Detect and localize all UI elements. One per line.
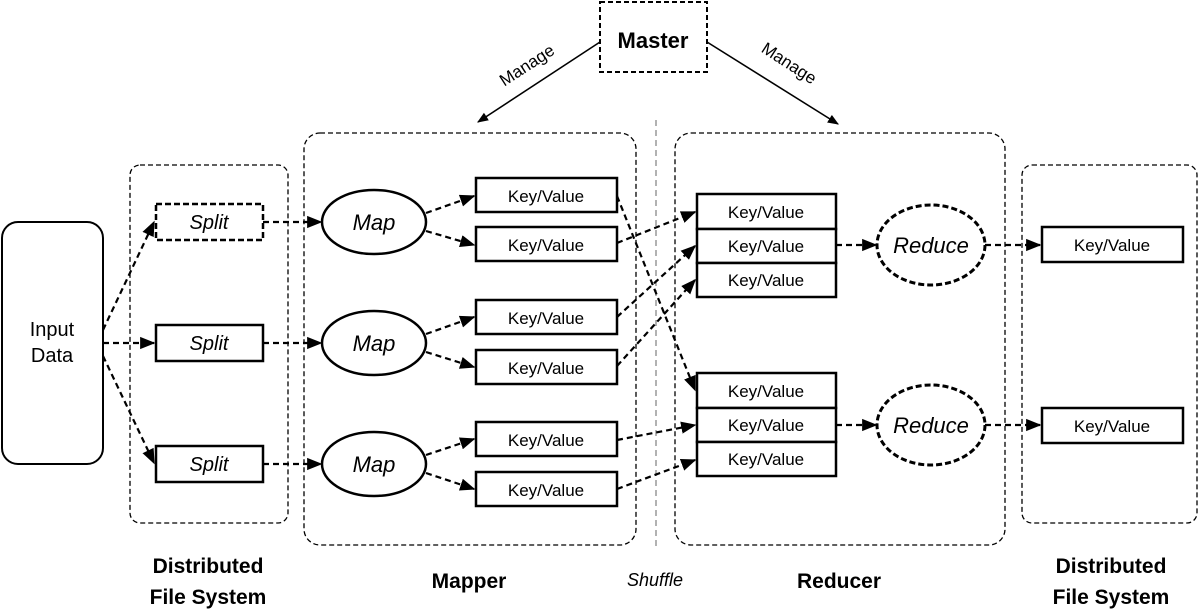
- map-label-2: Map: [353, 331, 396, 356]
- reducer-kv-box-1: [695, 192, 838, 231]
- mapper-label: Mapper: [432, 570, 507, 593]
- mapper-kv-box-6: [474, 470, 619, 508]
- reducer-kv-box-6: [695, 440, 838, 478]
- output-kv-box-2: [1040, 406, 1185, 445]
- reducer-kv-label-6: Key/Value: [728, 450, 804, 469]
- reducer-kv-label-4: Key/Value: [728, 382, 804, 401]
- mapper-kv-label-2: Key/Value: [508, 236, 584, 255]
- map-node-3: [320, 430, 428, 498]
- input-data-line1: Input: [30, 319, 75, 341]
- mapper-container: [303, 132, 637, 546]
- reducer-kv-label-2: Key/Value: [728, 237, 804, 256]
- manage-label-left: Manage: [496, 41, 558, 90]
- split-label-1: Split: [190, 212, 230, 234]
- reducer-label: Reducer: [797, 570, 881, 593]
- split-label-3: Split: [190, 454, 230, 476]
- input-data-box: [1, 221, 104, 465]
- reducer-kv-box-2: [695, 227, 838, 265]
- mapper-kv-box-4: [474, 348, 619, 386]
- reducer-kv-label-3: Key/Value: [728, 271, 804, 290]
- manage-arrow-left: [477, 41, 601, 123]
- input-to-split-arrows: [102, 194, 1042, 491]
- mapper-kv-box-3: [474, 298, 619, 336]
- map-label-3: Map: [353, 452, 396, 477]
- reducer-kv-box-4: [695, 371, 838, 410]
- output-kv-label-2: Key/Value: [1074, 417, 1150, 436]
- shuffle-label: Shuffle: [627, 570, 683, 590]
- mapper-kv-group: Key/Value Key/Value Key/Value Key/Value …: [474, 176, 619, 508]
- mapper-kv-label-4: Key/Value: [508, 359, 584, 378]
- reduce-label-2: Reduce: [893, 413, 969, 438]
- reducer-kv-label-5: Key/Value: [728, 416, 804, 435]
- reduce-node-2: [875, 383, 987, 467]
- mapper-kv-label-6: Key/Value: [508, 481, 584, 500]
- dfs-right-label-line1: Distributed: [1056, 555, 1167, 578]
- reducer-kv-box-5: [695, 406, 838, 444]
- split-box-2: [154, 323, 265, 363]
- split-box-3: [154, 444, 265, 484]
- map-node-2: [320, 309, 428, 377]
- mapper-kv-box-1: [474, 176, 619, 214]
- mapper-kv-box-2: [474, 225, 619, 263]
- split-label-2: Split: [190, 333, 230, 355]
- reduce-label-1: Reduce: [893, 233, 969, 258]
- reducer-kv-box-3: [695, 261, 838, 299]
- output-kv-box-1: [1040, 225, 1185, 264]
- reducer-kv-label-1: Key/Value: [728, 203, 804, 222]
- dfs-left-label-line2: File System: [150, 586, 267, 609]
- manage-arrow-right: [706, 41, 839, 125]
- reduce-node-1: [875, 203, 987, 287]
- dfs-right-container: [1021, 164, 1198, 524]
- map-label-1: Map: [353, 210, 396, 235]
- mapper-kv-label-3: Key/Value: [508, 309, 584, 328]
- master-label: Master: [618, 28, 689, 53]
- dfs-right-label-line2: File System: [1053, 586, 1170, 609]
- split-box-1: [154, 202, 265, 242]
- dfs-left-label-line1: Distributed: [153, 555, 264, 578]
- mapper-kv-label-5: Key/Value: [508, 431, 584, 450]
- master-box: [599, 1, 708, 73]
- input-data-line2: Data: [31, 345, 74, 367]
- mapper-kv-box-5: [474, 420, 619, 458]
- output-kv-label-1: Key/Value: [1074, 236, 1150, 255]
- mapper-kv-label-1: Key/Value: [508, 187, 584, 206]
- reducer-kv-group: Key/Value Key/Value Key/Value Key/Value …: [695, 192, 838, 478]
- map-node-1: [320, 188, 428, 256]
